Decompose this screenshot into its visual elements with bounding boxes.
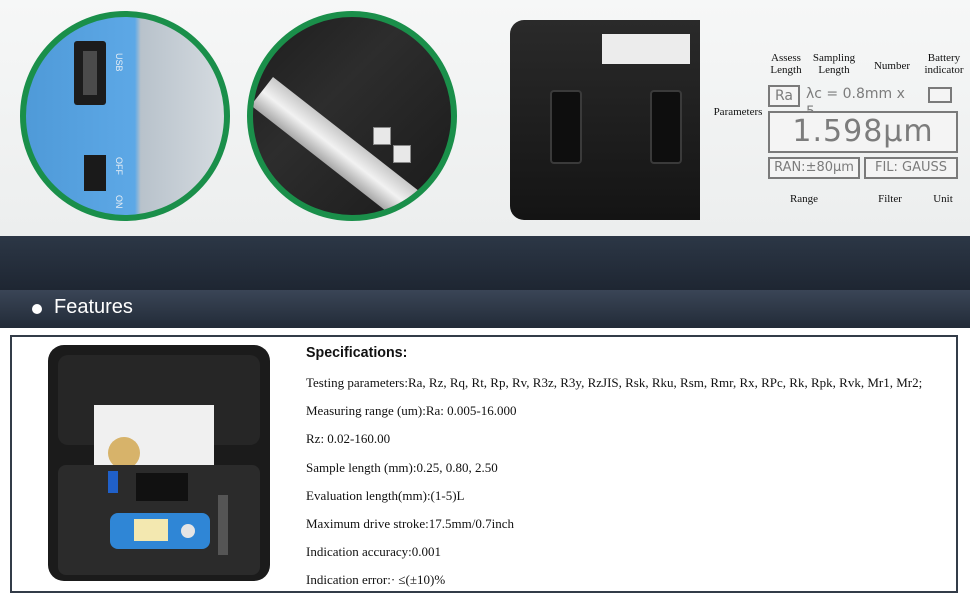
device-screen-icon [134,519,168,541]
power-switch-icon [84,155,106,191]
filter-label: Filter [878,193,902,205]
spec-row: Maximum drive stroke:17.5mm/0.7inch [306,515,514,531]
probe-stand-icon [218,495,228,555]
kit-case-photo [48,345,270,581]
carry-case-photo [510,20,700,220]
probe-closeup [247,11,457,221]
usb-port-closeup: USB OFF ON [20,11,230,221]
cd-disc-icon [108,437,140,469]
probe-chip-icon [393,145,411,163]
usb-text: USB [114,53,124,72]
specifications-heading: Specifications: [306,344,408,361]
spec-row: Evaluation length(mm):(1-5)L [306,487,465,503]
specifications-list: Specifications: Testing parameters:Ra, R… [306,344,966,595]
dark-band [0,236,970,290]
features-title: Features [54,296,133,318]
off-text: OFF [114,157,124,175]
case-sticker [602,34,690,64]
features-header: Features [0,290,970,328]
spec-row: Rz: 0.02-160.00 [306,431,391,447]
device-button-icon [181,524,195,538]
lcd-display-diagram: Ra λc = 0.8mm x 5 1.598μm RAN:±80μm FIL:… [768,85,958,180]
battery-icon [928,87,952,103]
case-latch-icon [550,90,582,164]
usb-port-icon [74,41,106,105]
spec-row: Measuring range (um):Ra: 0.005-16.000 [306,403,517,419]
spec-row: Sample length (mm):0.25, 0.80, 2.50 [306,459,498,475]
bullet-icon [32,304,42,314]
manual-sheet [94,405,214,475]
parameters-label: Parameters [713,106,763,118]
probe-chip-icon [373,127,391,145]
sensor-probe-icon [253,77,447,215]
spec-row: Indication accuracy:0.001 [306,544,441,560]
accessory-slot [136,473,188,501]
lcd-value: 1.598μm [768,111,958,153]
brush-icon [108,471,118,493]
spec-row: Indication error:· ≤(±10)% [306,572,446,588]
on-text: ON [114,195,124,209]
lcd-params: λc = 0.8mm x 5 [806,86,905,120]
spec-row: Testing parameters:Ra, Rz, Rq, Rt, Rp, R… [306,375,923,390]
number-label: Number [873,60,911,72]
lcd-filter: FIL: GAUSS [864,157,958,179]
case-latch-icon [650,90,682,164]
range-label: Range [789,193,819,205]
lcd-mode: Ra [768,85,800,107]
unit-label: Unit [933,193,953,205]
lcd-range: RAN:±80μm [768,157,860,179]
